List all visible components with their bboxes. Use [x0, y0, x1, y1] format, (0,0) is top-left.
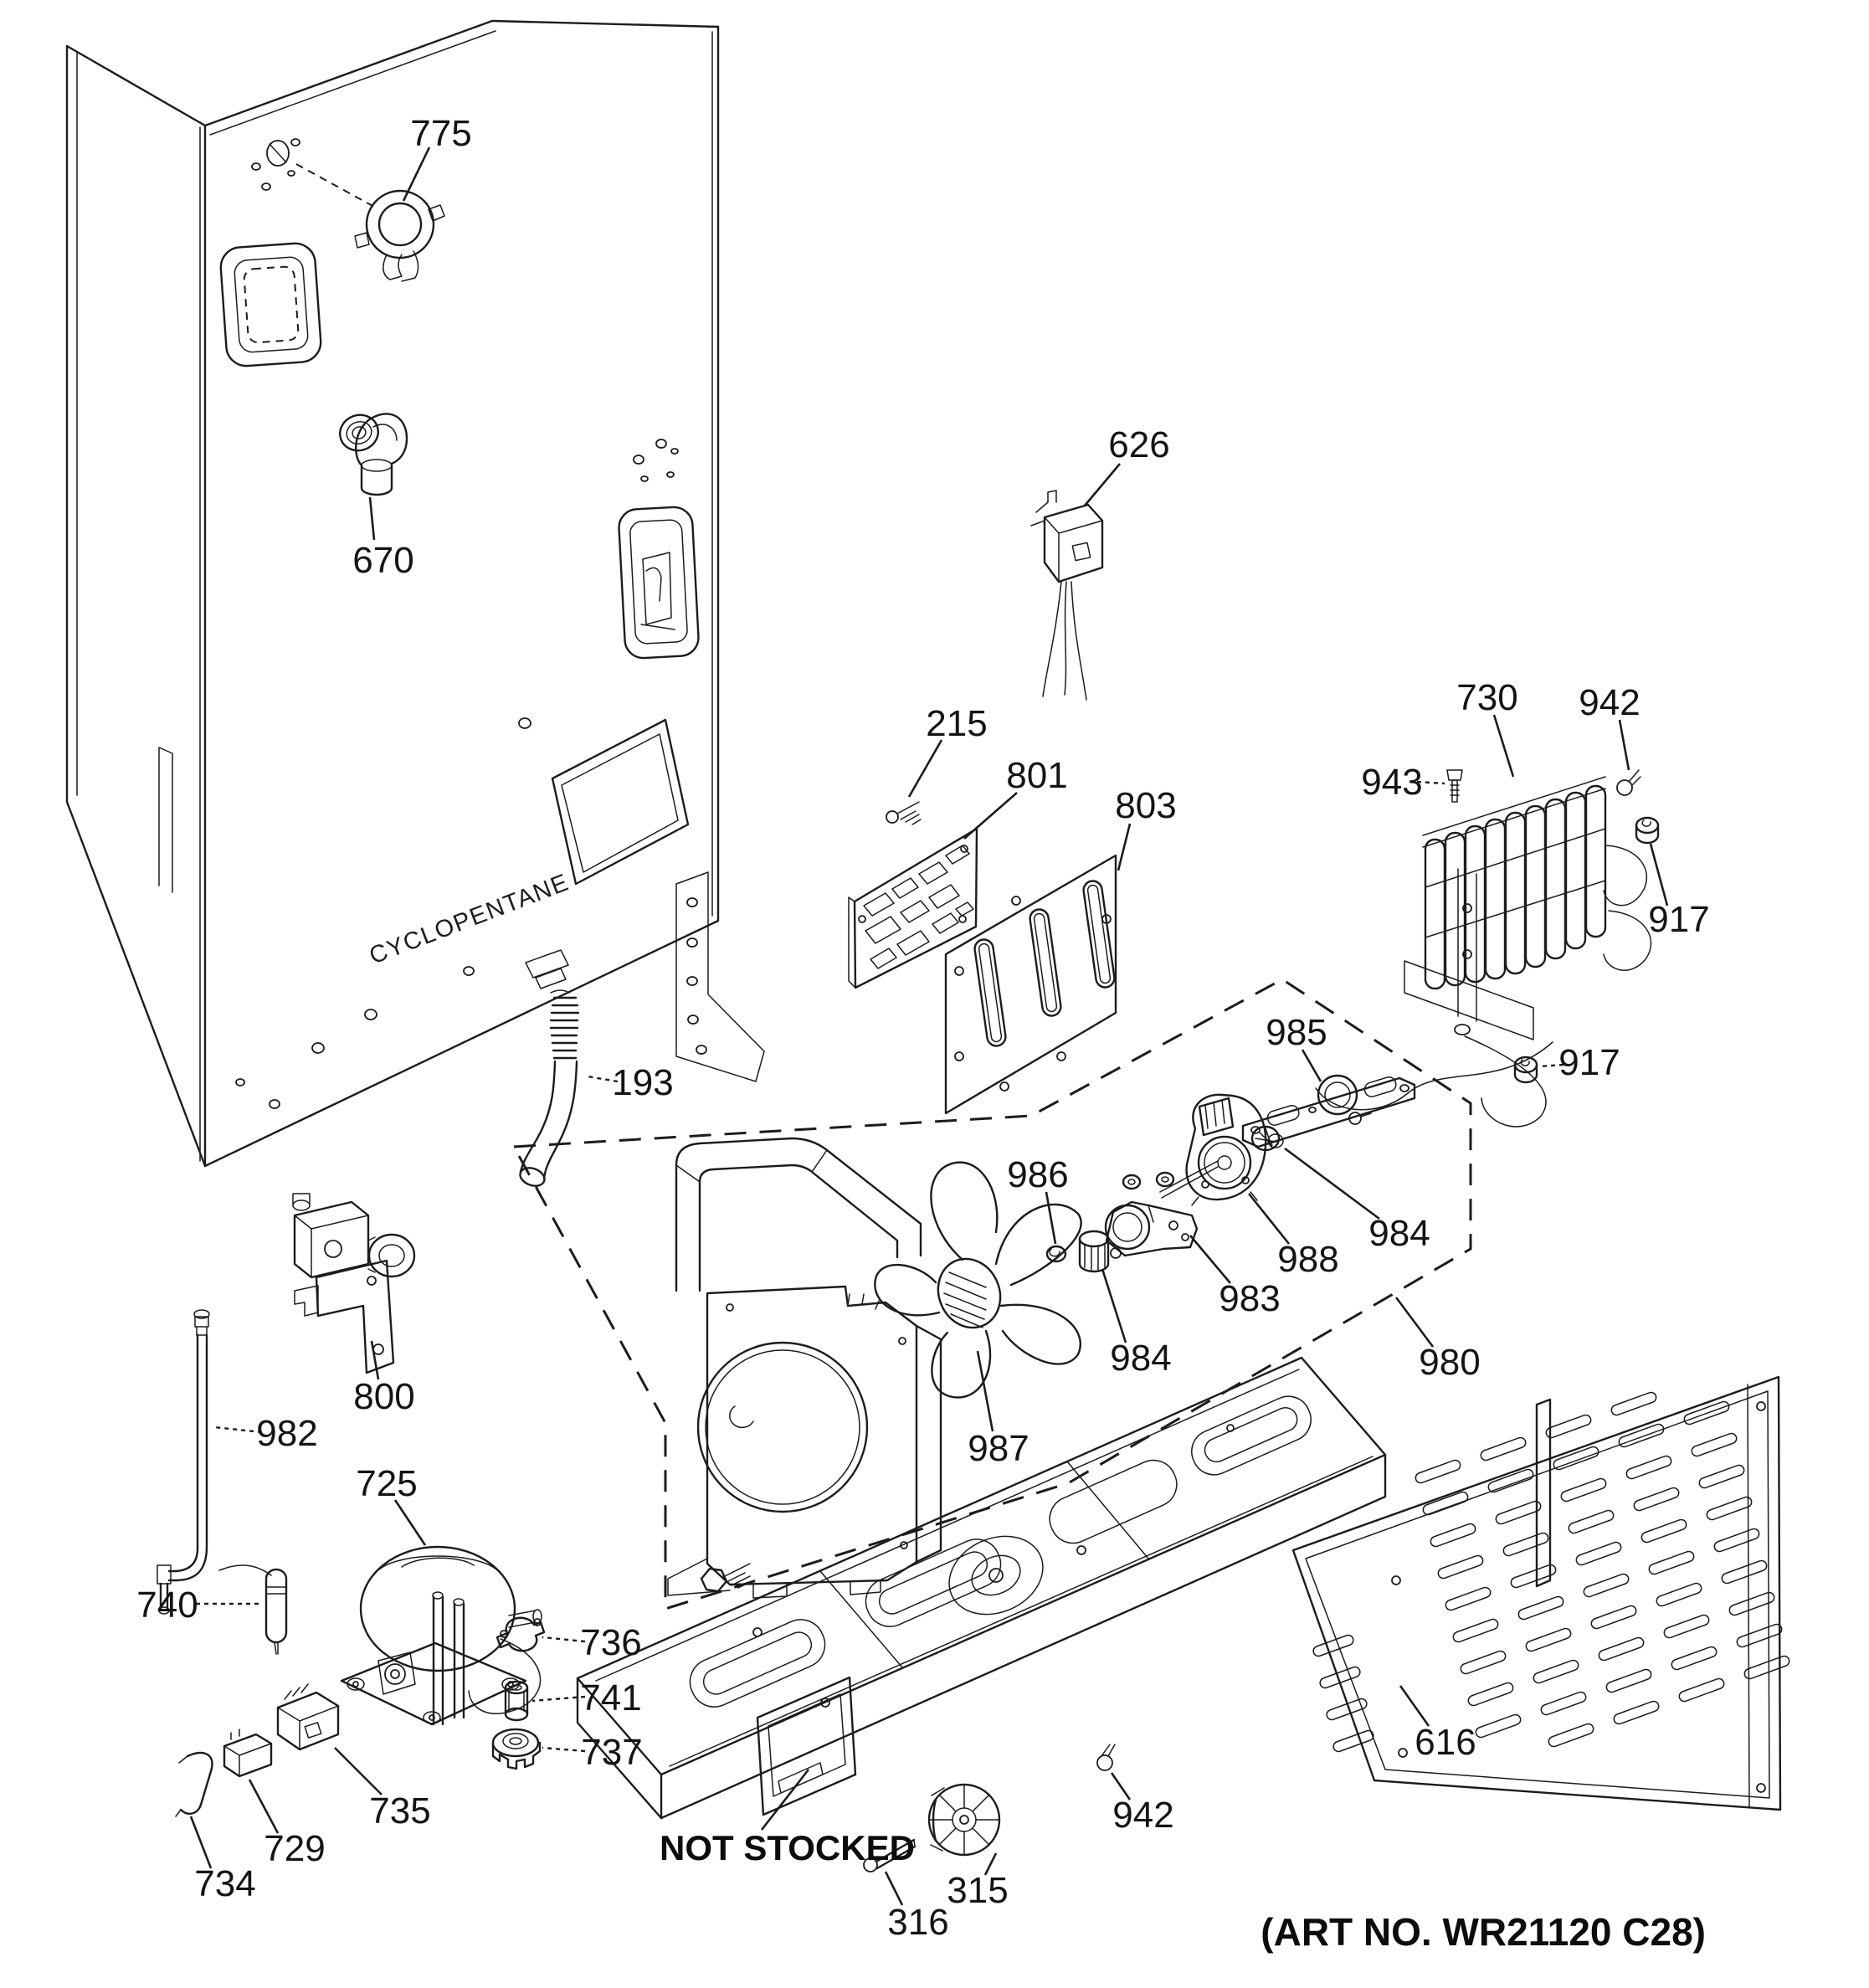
drain-pan-not-stocked: [576, 1356, 1387, 1820]
cabinet-cutout-upper: [219, 242, 322, 367]
callout-988: 988: [1277, 1239, 1338, 1280]
callout-316: 316: [887, 1902, 948, 1943]
callout-987: 987: [968, 1428, 1029, 1469]
rear-cover-616: [1291, 1375, 1790, 1811]
cabinet-refrigerant-label: CYCLOPENTANE: [366, 869, 573, 969]
callout-729: 729: [264, 1828, 325, 1869]
callout-982: 982: [256, 1413, 317, 1454]
clip-917-top: [1635, 816, 1660, 845]
callout-917-top: 917: [1648, 899, 1709, 940]
callout-734: 734: [194, 1863, 255, 1904]
fan-hub-984-right: [1250, 1125, 1284, 1152]
callout-980: 980: [1419, 1342, 1480, 1383]
callout-943: 943: [1361, 762, 1422, 803]
grommet-986: [1045, 1245, 1067, 1263]
cabinet-cutout-lower: [618, 506, 700, 660]
clamp-736: [495, 1616, 546, 1652]
callout-736: 736: [580, 1622, 641, 1663]
callout-740: 740: [136, 1585, 198, 1626]
callout-775: 775: [410, 113, 471, 154]
drier-740: [218, 1564, 288, 1655]
assembly-boundary-980: [512, 978, 1472, 1611]
screw-215: [886, 801, 922, 825]
screw-943: [1446, 769, 1463, 803]
screw-942-top: [1616, 769, 1641, 796]
callout-737: 737: [581, 1732, 642, 1773]
callout-labels: 775 670 626 215 801 803 730 943 942 917 …: [136, 113, 1709, 1943]
drain-hose-193: [519, 989, 580, 1187]
capacitor-729: [223, 1729, 273, 1778]
fan-shroud: [667, 1137, 942, 1599]
clip-917-side: [1513, 1056, 1538, 1084]
callout-626: 626: [1108, 424, 1169, 465]
hex-bolt: [700, 1563, 752, 1593]
fan-hub-984-left: [1078, 1230, 1110, 1273]
callout-803: 803: [1115, 785, 1176, 826]
callout-985: 985: [1266, 1012, 1327, 1053]
condenser-730: [1315, 776, 1652, 1128]
callout-735: 735: [369, 1790, 430, 1831]
wheel-315: [927, 1783, 1001, 1857]
callout-800: 800: [353, 1376, 414, 1417]
elbow-fitting-670: [339, 413, 408, 496]
screw-942-bottom: [1096, 1744, 1116, 1771]
compressor-725: [340, 1545, 542, 1726]
leader-lines: [189, 146, 1669, 1906]
louver-slots: [1312, 1391, 1790, 1753]
clamp-775: [354, 189, 445, 282]
callout-193: 193: [612, 1062, 673, 1103]
callout-741: 741: [580, 1677, 641, 1718]
mounting-holes: [251, 138, 300, 191]
not-stocked-label: NOT STOCKED: [660, 1828, 915, 1867]
art-number: (ART NO. WR21120 C28): [1261, 1910, 1706, 1954]
callout-917-side: 917: [1558, 1042, 1620, 1083]
axle-316: [863, 1838, 917, 1872]
water-valve-800: [292, 1193, 416, 1374]
callout-215: 215: [926, 703, 987, 744]
water-tube-982: [157, 1309, 210, 1615]
callout-315: 315: [947, 1870, 1008, 1911]
callout-616: 616: [1415, 1722, 1476, 1763]
callout-984-right: 984: [1368, 1213, 1430, 1254]
wire-clip-734: [175, 1751, 213, 1817]
callout-983: 983: [1219, 1278, 1280, 1319]
callout-730: 730: [1456, 677, 1517, 718]
grommet-737: [491, 1728, 542, 1770]
relay-735: [276, 1683, 340, 1751]
fan-bracket-985: [1241, 1074, 1416, 1148]
bushing-741: [504, 1680, 529, 1722]
cabinet: CYCLOPENTANE: [65, 19, 765, 1168]
switch-626: [1030, 490, 1104, 701]
fan-blade-987: [874, 1161, 1082, 1399]
callout-725: 725: [356, 1463, 417, 1504]
callout-942-bottom: 942: [1112, 1795, 1173, 1836]
board-cover-803: [944, 854, 1117, 1115]
motor-bracket-983: [1104, 1171, 1199, 1259]
callout-670: 670: [352, 540, 413, 581]
callout-984-left: 984: [1110, 1338, 1171, 1379]
callout-986: 986: [1007, 1154, 1068, 1195]
blower-988: [1159, 1093, 1267, 1206]
cabinet-recess: [518, 717, 690, 886]
callout-942-top: 942: [1579, 682, 1640, 723]
callout-801: 801: [1006, 755, 1067, 796]
main-control-board-801: [848, 827, 978, 989]
